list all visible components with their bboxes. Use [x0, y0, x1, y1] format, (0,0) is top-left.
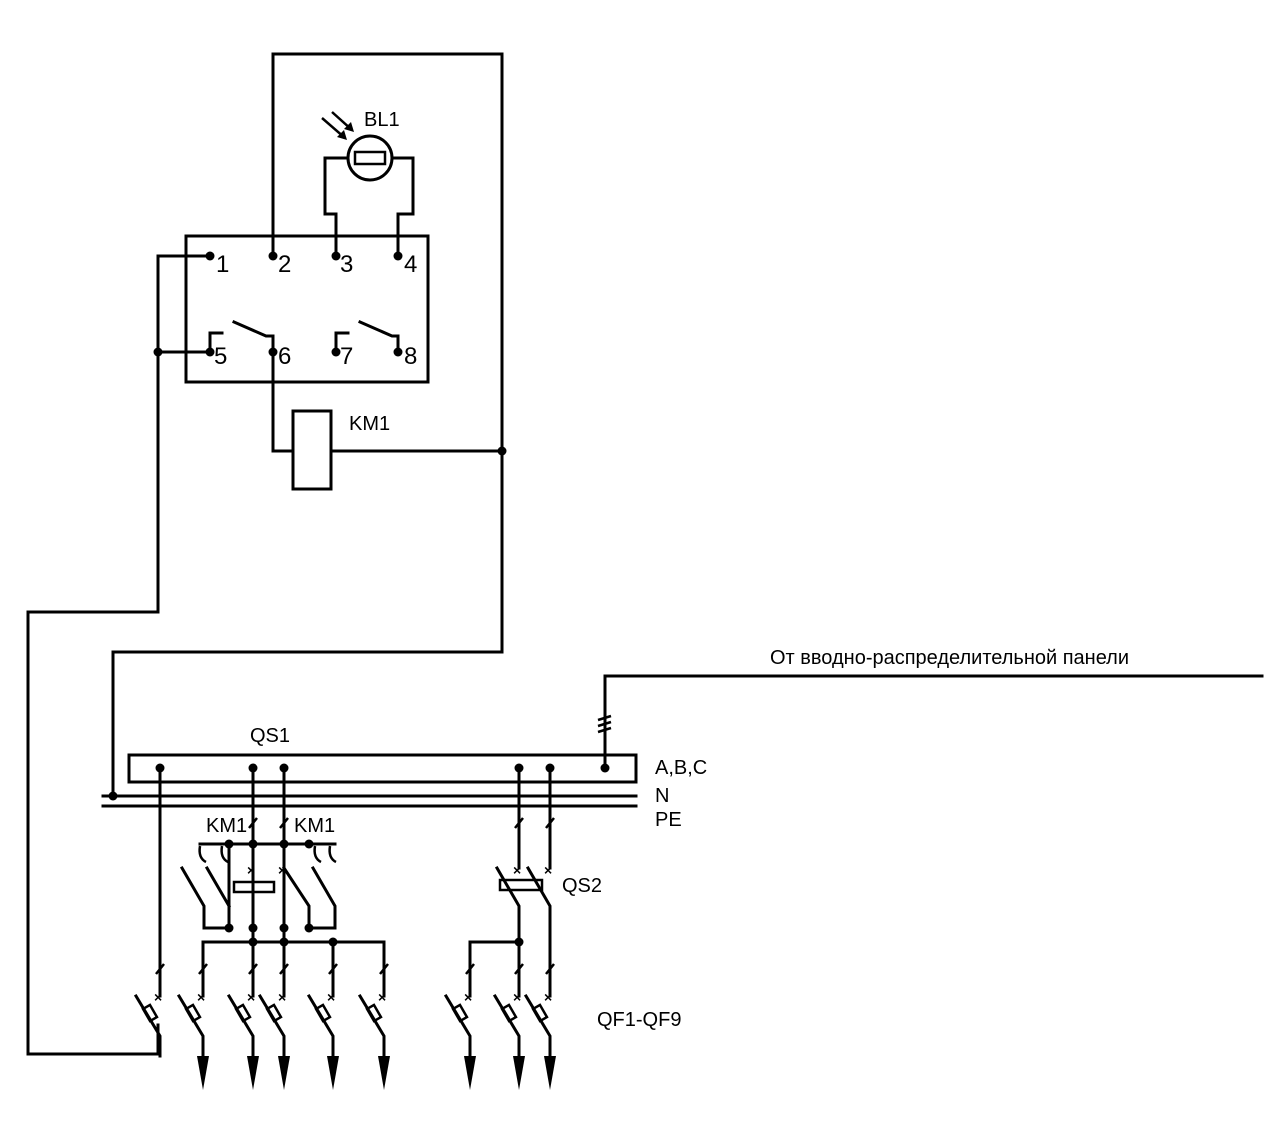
km1-coil-label: KM1: [349, 413, 390, 435]
outgoing-line-arrow: [378, 1056, 390, 1090]
relay-terminal-5: 5: [214, 343, 227, 370]
outgoing-line-arrow: [278, 1056, 290, 1090]
outgoing-line-arrow: [327, 1056, 339, 1090]
qs1-label: QS1: [250, 725, 290, 747]
switch-qs2: QS2 × ×: [468, 766, 602, 964]
bus-phases-label: A,B,C: [655, 757, 707, 779]
svg-text:×: ×: [513, 862, 521, 878]
svg-text:×: ×: [327, 989, 335, 1005]
svg-text:×: ×: [544, 989, 552, 1005]
relay-terminal-1: 1: [216, 251, 229, 278]
svg-text:×: ×: [197, 989, 205, 1005]
breaker-group: QF1-QF9: [597, 1009, 681, 1031]
supply-line: От вводно-распределительной панели: [597, 647, 1264, 770]
relay-terminal-2: 2: [278, 251, 291, 278]
relay-terminal-4: 4: [404, 251, 417, 278]
photo-relay-block: 1 2 3 4 5 6 7 8: [184, 234, 430, 384]
main-switch-qs1: QS1: [127, 725, 638, 784]
km1-contact-label-right: KM1: [294, 815, 335, 837]
svg-text:×: ×: [278, 862, 286, 878]
svg-text:×: ×: [247, 862, 255, 878]
qs2-label: QS2: [562, 875, 602, 897]
breakers-label: QF1-QF9: [597, 1009, 681, 1031]
relay-terminal-3: 3: [340, 251, 353, 278]
svg-text:×: ×: [378, 989, 386, 1005]
photo-sensor-bl1: BL1: [321, 109, 415, 258]
outgoing-line-arrow: [464, 1056, 476, 1090]
svg-text:×: ×: [464, 989, 472, 1005]
svg-text:×: ×: [154, 989, 162, 1005]
contactor-km1: KM1 KM1 × ×: [179, 766, 386, 947]
outgoing-line-arrow: [544, 1056, 556, 1090]
bus-lines: A,B,C N PE: [101, 757, 707, 831]
bl1-label: BL1: [364, 109, 400, 131]
svg-text:×: ×: [513, 989, 521, 1005]
relay-coil-km1: KM1: [291, 409, 390, 491]
supply-note: От вводно-распределительной панели: [770, 647, 1129, 669]
bus-earth-label: PE: [655, 809, 682, 831]
svg-text:×: ×: [247, 989, 255, 1005]
relay-terminal-6: 6: [278, 343, 291, 370]
svg-text:×: ×: [544, 862, 552, 878]
relay-terminal-7: 7: [340, 343, 353, 370]
relay-terminal-8: 8: [404, 343, 417, 370]
outgoing-line-arrow: [247, 1056, 259, 1090]
breaker-columns: × × × × × × × × ×: [133, 766, 556, 1090]
outgoing-line-arrow: [513, 1056, 525, 1090]
km1-contact-label-left: KM1: [206, 815, 247, 837]
control-wiring: [26, 52, 507, 1056]
outgoing-line-arrow: [197, 1056, 209, 1090]
svg-text:×: ×: [278, 989, 286, 1005]
bus-neutral-label: N: [655, 785, 669, 807]
relay-housing: [184, 234, 430, 384]
